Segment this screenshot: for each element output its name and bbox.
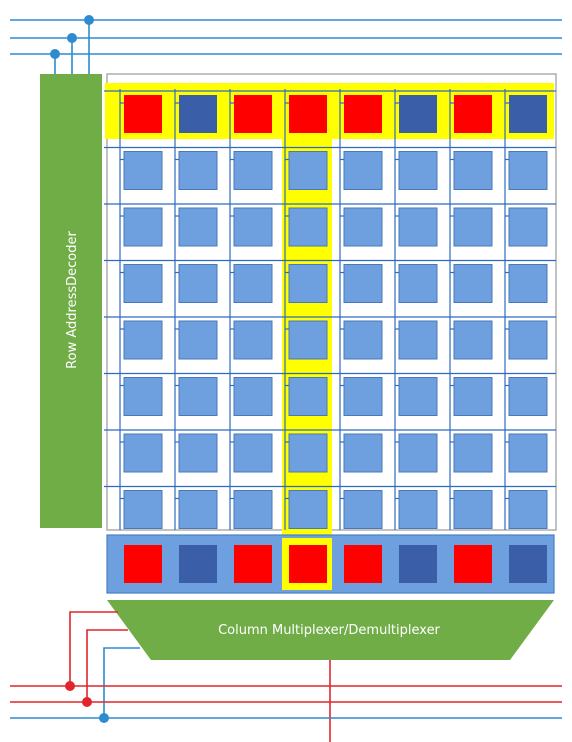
- memory-cell: [453, 320, 493, 360]
- memory-cell: [178, 151, 218, 190]
- memory-cell: [398, 320, 438, 360]
- memory-cell: [453, 490, 493, 529]
- memory-cell: [508, 151, 548, 190]
- memory-cell: [453, 377, 493, 416]
- row-buffer-bit: [454, 545, 492, 583]
- memory-cell: [398, 490, 438, 529]
- memory-cell: [398, 151, 438, 190]
- row-address-junction-2: [67, 33, 77, 43]
- row-buffer-bit: [124, 545, 162, 583]
- memory-cell: [343, 490, 383, 529]
- memory-cell: [453, 264, 493, 303]
- memory-cell: [508, 320, 548, 360]
- memory-cell: [178, 207, 218, 247]
- selected-row-cell: [399, 95, 437, 133]
- column-multiplexer: [107, 600, 554, 660]
- memory-cell: [508, 490, 548, 529]
- row-buffer-bit: [179, 545, 217, 583]
- memory-cell: [288, 264, 328, 303]
- memory-cell: [343, 151, 383, 190]
- memory-cell: [453, 207, 493, 247]
- selected-row-cell: [234, 95, 272, 133]
- memory-cell: [288, 490, 328, 529]
- row-buffer-bit: [289, 545, 327, 583]
- memory-cell: [343, 433, 383, 473]
- memory-cell: [508, 207, 548, 247]
- memory-cell: [233, 151, 273, 190]
- memory-cell: [233, 433, 273, 473]
- bus-junction-3: [99, 713, 109, 723]
- row-address-decoder: [40, 74, 102, 528]
- selected-row-cell: [289, 95, 327, 133]
- memory-cell: [508, 433, 548, 473]
- memory-cell: [123, 207, 163, 247]
- memory-cell: [233, 490, 273, 529]
- memory-cell: [288, 151, 328, 190]
- memory-cell: [508, 377, 548, 416]
- memory-cell: [398, 207, 438, 247]
- memory-cell: [508, 264, 548, 303]
- row-buffer-bit: [509, 545, 547, 583]
- memory-cell: [178, 320, 218, 360]
- selected-row-cell: [124, 95, 162, 133]
- memory-cell: [453, 151, 493, 190]
- memory-cell: [453, 433, 493, 473]
- row-address-junction-1: [50, 49, 60, 59]
- row-address-decoder-label: Row AddressDecoder: [65, 231, 80, 369]
- memory-cell: [288, 320, 328, 360]
- memory-cell: [288, 377, 328, 416]
- row-buffer-bits: [124, 545, 547, 583]
- memory-cell: [123, 377, 163, 416]
- memory-cell: [343, 264, 383, 303]
- memory-cell: [233, 320, 273, 360]
- memory-cell: [343, 320, 383, 360]
- bus-junction-2: [82, 697, 92, 707]
- memory-cell: [398, 264, 438, 303]
- selected-row-cell: [509, 95, 547, 133]
- memory-cell: [233, 207, 273, 247]
- memory-cell: [123, 490, 163, 529]
- memory-cells: [120, 95, 548, 529]
- memory-grid-lines: [104, 89, 556, 530]
- column-multiplexer-label: Column Multiplexer/Demultiplexer: [218, 623, 440, 638]
- bus-junction-1: [65, 681, 75, 691]
- memory-cell: [123, 151, 163, 190]
- memory-cell: [233, 264, 273, 303]
- row-buffer-bit: [234, 545, 272, 583]
- column-select-wire-2: [86, 629, 128, 702]
- memory-cell: [123, 433, 163, 473]
- row-address-junction-3: [84, 15, 94, 25]
- memory-cell: [398, 433, 438, 473]
- column-io-wires: [10, 611, 562, 742]
- memory-cell: [178, 433, 218, 473]
- row-buffer-bit: [344, 545, 382, 583]
- memory-cell: [288, 207, 328, 247]
- row-buffer-bit: [399, 545, 437, 583]
- memory-cell: [123, 264, 163, 303]
- row-address-wires: [10, 15, 562, 76]
- memory-cell: [288, 433, 328, 473]
- memory-cell: [178, 490, 218, 529]
- memory-cell: [123, 320, 163, 360]
- selected-row-cell: [179, 95, 217, 133]
- memory-cell: [343, 207, 383, 247]
- column-select-wire-3: [103, 647, 140, 718]
- column-select-wire-1: [69, 611, 118, 686]
- memory-cell: [343, 377, 383, 416]
- memory-cell: [398, 377, 438, 416]
- selected-row-cell: [454, 95, 492, 133]
- memory-cell: [178, 264, 218, 303]
- selected-row-cell: [344, 95, 382, 133]
- memory-cell: [233, 377, 273, 416]
- memory-cell: [178, 377, 218, 416]
